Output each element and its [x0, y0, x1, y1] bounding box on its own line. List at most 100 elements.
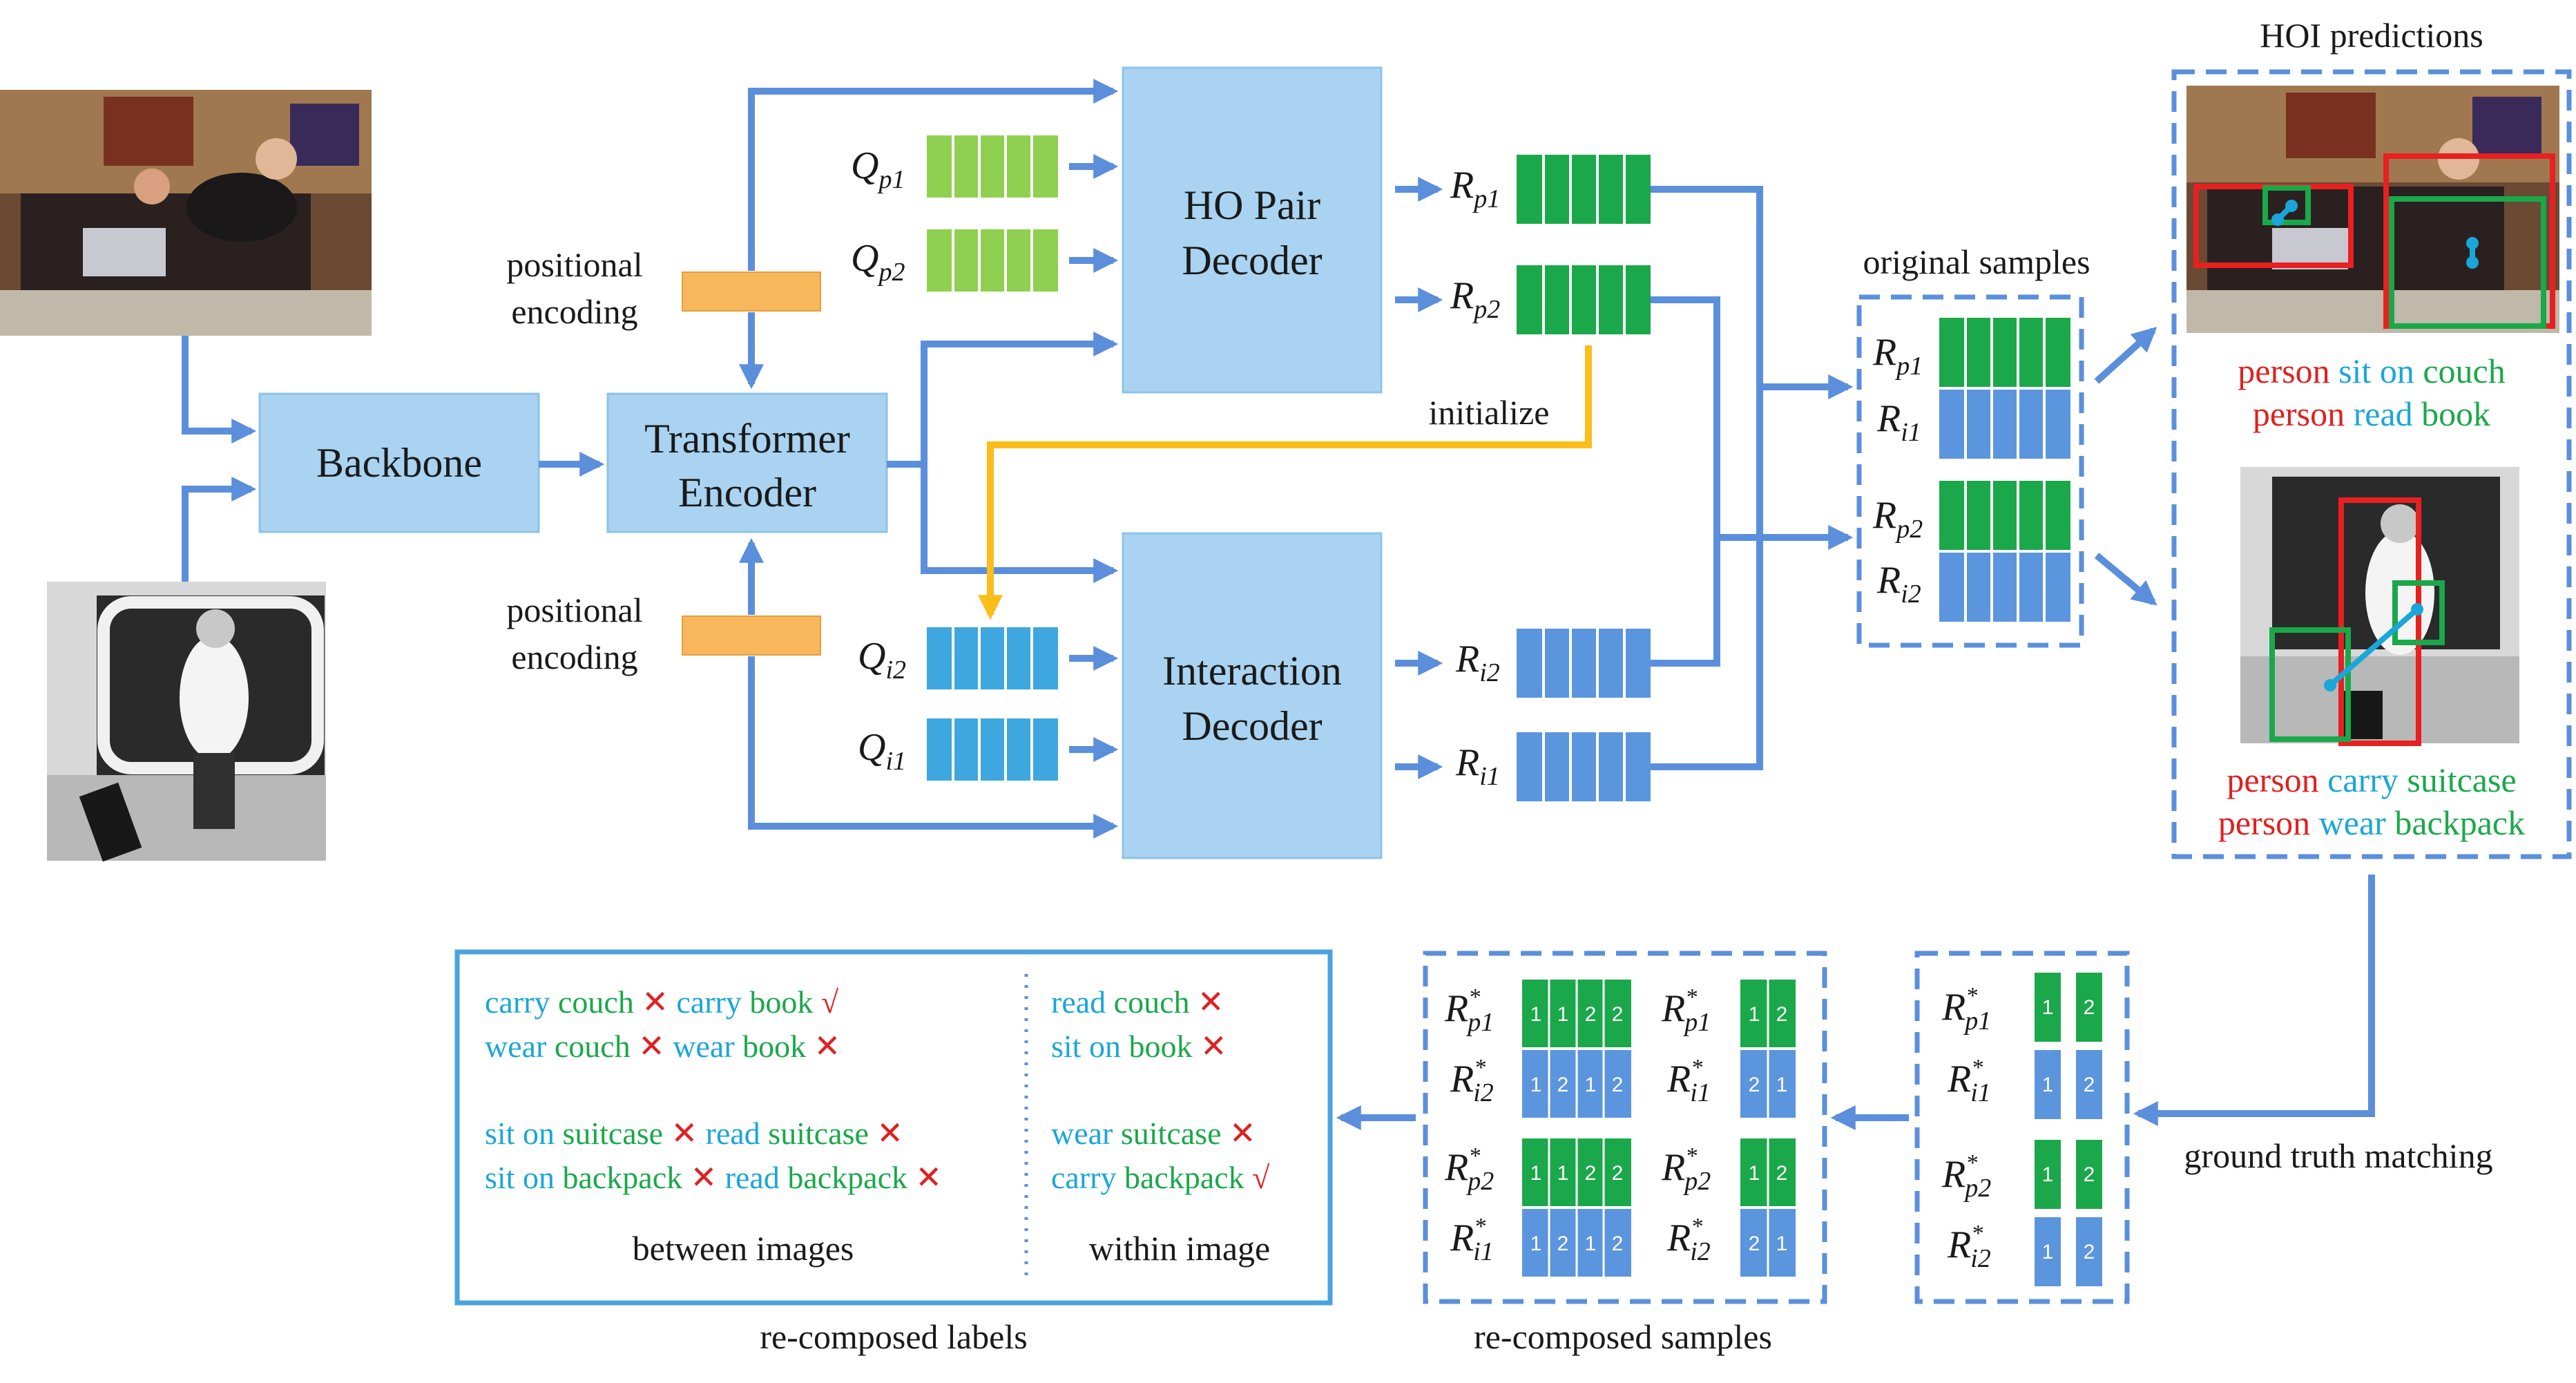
- gt-rp1-cell-a: [2035, 973, 2061, 1042]
- result-vector-rp1: [1517, 155, 1651, 224]
- recomp-b-symbol-ri2: R*i2: [1666, 1214, 1711, 1266]
- gt-symbol-ri1: R*i1: [1947, 1055, 1991, 1107]
- between-row2: wear couch ✕ wear book ✕: [485, 1029, 840, 1064]
- gt-ri2-cell-a: [2035, 1217, 2061, 1286]
- interaction-decoder-label-line1: Interaction: [1162, 648, 1342, 694]
- gt-rp1-num-b: 2: [2084, 996, 2095, 1019]
- recomp-a-bottom-pair-4: 2: [1612, 1162, 1624, 1185]
- prediction-img1-line1: person sit on couch: [2238, 352, 2505, 390]
- recomp-a-symbol-ri2: R*i2: [1450, 1055, 1494, 1107]
- recomp-a-bottom: [1522, 1138, 1631, 1277]
- input-image-street: [47, 582, 326, 862]
- between-row4: sit on backpack ✕ read backpack ✕: [485, 1160, 942, 1195]
- orig-symbol-rp2: Rp2: [1872, 494, 1923, 544]
- recomp-a-top-int-2: 2: [1557, 1074, 1569, 1096]
- arrow-encoder-to-pair-decoder: [887, 332, 1119, 468]
- prediction-img2-line1: person carry suitcase: [2227, 761, 2516, 799]
- query-vector-qp1: [927, 135, 1058, 198]
- arrow-samples-to-pred2: [2094, 553, 2157, 606]
- orig-rp1: [1939, 318, 2070, 387]
- symbol-ri2: Ri2: [1455, 638, 1500, 687]
- recomp-a-bottom-int-1: 1: [1530, 1232, 1542, 1255]
- orig-ri1: [1939, 390, 2070, 459]
- gt-ri2-num-a: 1: [2042, 1241, 2054, 1263]
- query-vector-qi1: [927, 718, 1058, 781]
- within-row3: wear suitcase ✕: [1051, 1116, 1256, 1151]
- hoi-predictions-title: HOI predictions: [2260, 16, 2483, 55]
- arrow-samples-to-pred1: [2094, 327, 2157, 384]
- interaction-decoder-label-line2: Decoder: [1182, 703, 1322, 749]
- arrow-rp2-to-samples: [1651, 296, 1854, 550]
- original-samples-box: [1856, 294, 2084, 648]
- gt-symbol-rp2: R*p2: [1941, 1150, 1991, 1203]
- arrow-img1-to-backbone: [182, 336, 257, 443]
- within-row4: carry backpack √: [1051, 1160, 1270, 1195]
- pos-enc-bottom-line1: positional: [506, 591, 642, 629]
- gt-ri1-cell-b: [2076, 1050, 2102, 1119]
- symbol-qp2: Qp2: [851, 237, 905, 287]
- recomp-a-symbol-rp2: R*p2: [1444, 1143, 1494, 1196]
- within-row1: read couch ✕: [1051, 984, 1224, 1020]
- recomp-a-top-int-3: 1: [1585, 1074, 1597, 1096]
- recomp-a-symbol-ri1: R*i1: [1450, 1214, 1494, 1266]
- positional-encoding-bottom: [682, 616, 821, 656]
- gt-ri1-num-a: 1: [2042, 1074, 2054, 1096]
- result-vector-rp2: [1517, 265, 1651, 334]
- arrow-img2-to-backbone: [182, 477, 257, 582]
- recomp-a-top: [1522, 980, 1631, 1118]
- recomp-a-top-pair-3: 2: [1585, 1003, 1597, 1026]
- backbone-label: Backbone: [316, 440, 482, 486]
- orig-symbol-ri1: Ri1: [1876, 397, 1921, 447]
- recomp-a-bottom-pair-1: 1: [1530, 1162, 1542, 1185]
- recomposed-samples-label: re-composed samples: [1474, 1317, 1772, 1356]
- encoder-label-line1: Transformer: [644, 416, 850, 461]
- recomp-b-symbol-rp1: R*p1: [1661, 984, 1711, 1037]
- pos-enc-bottom-line2: encoding: [511, 638, 637, 676]
- recomp-b-top-int-1: 2: [1749, 1074, 1760, 1096]
- gt-ri2-num-b: 2: [2084, 1241, 2095, 1263]
- arrow-ri1-to-samples: [1651, 387, 1763, 770]
- recomp-b-top-pair-1: 1: [1749, 1003, 1760, 1026]
- interaction-decoder-block: [1122, 532, 1383, 859]
- ground-truth-matching-label: ground truth matching: [2184, 1136, 2492, 1175]
- recomp-a-top-pair-2: 1: [1557, 1003, 1569, 1026]
- recomp-b-bottom-int-2: 1: [1776, 1232, 1788, 1255]
- recomp-a-bottom-int-4: 2: [1612, 1232, 1624, 1255]
- pair-decoder-label-line2: Decoder: [1182, 238, 1322, 283]
- recomp-b-symbol-ri1: R*i1: [1666, 1055, 1711, 1107]
- recomp-a-symbol-rp1: R*p1: [1444, 984, 1494, 1037]
- recomp-b-bottom-pair-2: 2: [1776, 1162, 1788, 1185]
- orig-ri2: [1939, 553, 2070, 622]
- pos-enc-top-line1: positional: [506, 245, 642, 284]
- arrow-initialize: [978, 345, 1592, 620]
- gt-rp2-cell-a: [2035, 1140, 2061, 1209]
- gt-ri1-num-b: 2: [2084, 1074, 2095, 1096]
- recomposed-labels-box: [454, 949, 1333, 1306]
- result-vector-ri1: [1517, 732, 1651, 801]
- recomp-a-bottom-pair-3: 2: [1585, 1162, 1597, 1185]
- recomp-b-bottom-int-1: 2: [1749, 1232, 1760, 1255]
- gt-rp2-cell-b: [2076, 1140, 2102, 1209]
- gt-rp1-cell-b: [2076, 973, 2102, 1042]
- backbone-block: [258, 392, 540, 533]
- recomp-a-bottom-int-2: 2: [1557, 1232, 1569, 1255]
- orig-symbol-ri2: Ri2: [1876, 559, 1921, 609]
- arrow-ri2-to-samples: [1651, 537, 1720, 667]
- input-image-living-room: [0, 90, 372, 336]
- arrow-encoder-to-interaction-decoder: [921, 464, 1119, 583]
- gt-symbol-rp1: R*p1: [1941, 983, 1991, 1036]
- transformer-encoder-block: [606, 392, 888, 533]
- gt-ri1-cell-a: [2035, 1050, 2061, 1119]
- pair-decoder-label-line1: HO Pair: [1184, 182, 1320, 228]
- recomp-a-top-int-1: 1: [1530, 1074, 1542, 1096]
- query-vector-qp2: [927, 229, 1058, 292]
- symbol-ri1: Ri1: [1455, 741, 1500, 791]
- recomp-b-bottom: [1740, 1138, 1796, 1277]
- symbol-rp1: Rp1: [1450, 164, 1500, 213]
- symbol-qi2: Qi2: [858, 635, 906, 685]
- prediction-img2-line2: person wear backpack: [2218, 803, 2525, 842]
- gt-rp2-num-a: 1: [2042, 1163, 2054, 1186]
- arrow-top-route-to-pair-decoder: [748, 79, 1119, 271]
- recomp-a-top-pair-4: 2: [1612, 1003, 1624, 1026]
